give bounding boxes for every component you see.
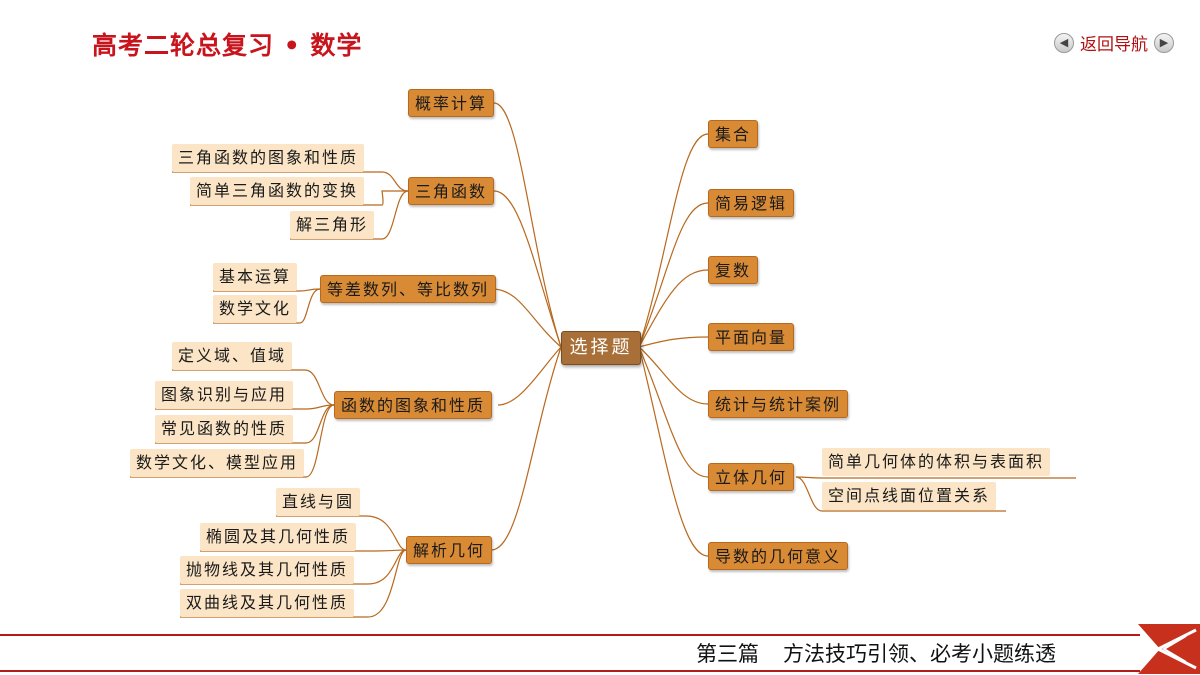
connector-hs-1 bbox=[172, 369, 335, 406]
node-volume-surface: 简单几何体的体积与表面积 bbox=[822, 448, 1051, 476]
node-sets: 集合 bbox=[708, 120, 759, 148]
node-complex-numbers: 复数 bbox=[708, 256, 759, 284]
page-title: 高考二轮总复习 • 数学 bbox=[92, 31, 363, 60]
connector-right-7 bbox=[638, 346, 709, 557]
chevron-left-icon[interactable]: ◀ bbox=[1054, 32, 1074, 53]
connector-jx-1 bbox=[276, 515, 407, 551]
connector-jx-3 bbox=[180, 549, 407, 585]
node-graph-recognition: 图象识别与应用 bbox=[155, 381, 294, 409]
footer-subtitle: 方法技巧引领、必考小题练透 bbox=[783, 642, 1056, 666]
node-domain-range: 定义域、值域 bbox=[172, 342, 293, 370]
connector-hs-3 bbox=[155, 404, 335, 444]
connector-right-4 bbox=[638, 336, 709, 348]
connector-left-3 bbox=[491, 288, 562, 348]
node-common-functions: 常见函数的性质 bbox=[155, 415, 294, 443]
footer-bottom-rule bbox=[0, 670, 1140, 672]
connector-dc-2 bbox=[213, 288, 321, 324]
connector-right-5 bbox=[638, 346, 709, 405]
connector-hs-4 bbox=[130, 404, 335, 478]
footer-caption: 第三篇方法技巧引领、必考小题练透 bbox=[696, 638, 1056, 668]
node-parabola: 抛物线及其几何性质 bbox=[180, 556, 355, 584]
node-trig-functions: 三角函数 bbox=[408, 177, 495, 205]
node-analytic-geometry: 解析几何 bbox=[406, 536, 493, 564]
connector-sjhs-2 bbox=[190, 190, 408, 206]
node-sequences: 等差数列、等比数列 bbox=[320, 275, 497, 303]
node-statistics: 统计与统计案例 bbox=[708, 390, 849, 418]
node-trig-graph-properties: 三角函数的图象和性质 bbox=[172, 144, 365, 172]
node-culture-models: 数学文化、模型应用 bbox=[130, 449, 305, 477]
connector-jx-2 bbox=[200, 549, 407, 552]
node-ellipse: 椭圆及其几何性质 bbox=[200, 523, 357, 551]
connector-left-2 bbox=[493, 190, 562, 348]
node-trig-transformations: 简单三角函数的变换 bbox=[190, 177, 365, 205]
node-derivative-meaning: 导数的几何意义 bbox=[708, 542, 849, 570]
node-probability: 概率计算 bbox=[408, 89, 495, 117]
connector-lt-2 bbox=[795, 476, 1006, 512]
node-plane-vectors: 平面向量 bbox=[708, 323, 795, 351]
connector-right-2 bbox=[638, 202, 709, 348]
connector-sjhs-1 bbox=[172, 171, 409, 192]
node-simple-logic: 简易逻辑 bbox=[708, 189, 795, 217]
connector-dc-1 bbox=[213, 288, 321, 292]
footer-top-rule bbox=[0, 634, 1140, 636]
node-math-culture: 数学文化 bbox=[213, 295, 298, 323]
connector-left-5 bbox=[490, 346, 562, 551]
connector-left-4 bbox=[497, 346, 562, 406]
footer-part: 第三篇 bbox=[696, 642, 759, 666]
connector-sjhs-3 bbox=[290, 190, 409, 240]
node-function-graphs: 函数的图象和性质 bbox=[334, 391, 493, 419]
connector-left-1 bbox=[493, 102, 562, 348]
connector-hs-2 bbox=[155, 404, 335, 410]
chevron-right-icon[interactable]: ▶ bbox=[1154, 32, 1174, 53]
connector-lt-1 bbox=[795, 476, 1076, 479]
connector-right-3 bbox=[638, 269, 709, 348]
mindmap-center-node: 选择题 bbox=[561, 331, 641, 365]
footer-arrow-icon bbox=[1138, 624, 1200, 674]
node-solid-geometry: 立体几何 bbox=[708, 463, 795, 491]
connector-right-1 bbox=[638, 133, 709, 348]
back-navigation[interactable]: ◀ 返回导航 ▶ bbox=[1054, 30, 1174, 55]
back-nav-label[interactable]: 返回导航 bbox=[1080, 35, 1148, 55]
node-line-circle: 直线与圆 bbox=[276, 488, 361, 516]
node-hyperbola: 双曲线及其几何性质 bbox=[180, 589, 355, 617]
connector-jx-4 bbox=[180, 549, 407, 618]
node-solve-triangle: 解三角形 bbox=[290, 211, 375, 239]
node-basic-operations: 基本运算 bbox=[213, 263, 298, 291]
node-point-line-plane: 空间点线面位置关系 bbox=[822, 482, 997, 510]
connector-right-6 bbox=[638, 346, 709, 478]
